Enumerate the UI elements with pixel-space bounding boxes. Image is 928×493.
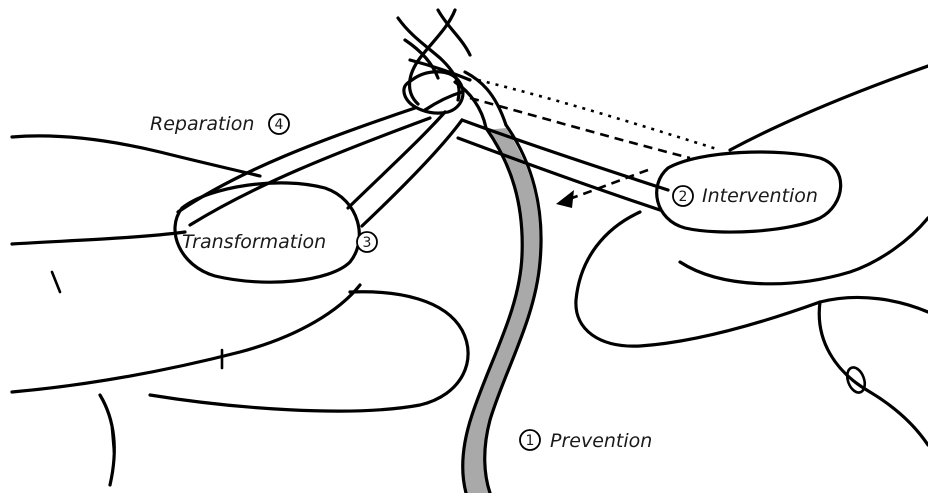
braid-top bbox=[398, 10, 506, 128]
transformation-label: Transformation bbox=[182, 231, 326, 253]
label-intervention: 2 Intervention bbox=[673, 185, 818, 207]
prevention-label: Prevention bbox=[550, 430, 652, 452]
prevention-number: 1 bbox=[526, 433, 535, 449]
label-prevention: 1 Prevention bbox=[520, 430, 652, 452]
transformation-strand bbox=[348, 112, 462, 226]
right-hand bbox=[576, 66, 928, 445]
arrow-head bbox=[556, 190, 574, 208]
intervention-label: Intervention bbox=[702, 185, 818, 207]
reparation-label: Reparation bbox=[150, 113, 254, 135]
label-transformation: Transformation 3 bbox=[182, 231, 377, 253]
transformation-number: 3 bbox=[363, 235, 372, 251]
reparation-number: 4 bbox=[275, 117, 284, 133]
intervention-number: 2 bbox=[679, 189, 688, 205]
label-reparation: Reparation 4 bbox=[150, 113, 289, 135]
arrow-shaft bbox=[566, 170, 648, 200]
